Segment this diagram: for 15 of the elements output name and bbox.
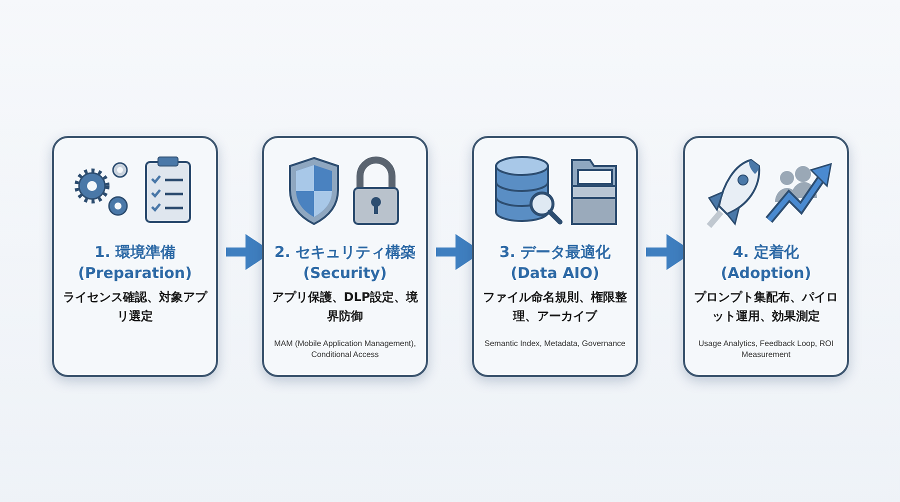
step-card <box>52 136 218 377</box>
step-title: 2. セキュリティ構築 (Security) <box>273 242 417 284</box>
step-description: アプリ保護、DLP設定、境界防御 <box>270 289 420 325</box>
step-title: 4. 定着化 (Adoption) <box>720 242 812 284</box>
step-description: ファイル命名規則、権限整理、アーカイブ <box>482 289 628 325</box>
step-description: ライセンス確認、対象アプリ選定 <box>62 289 208 325</box>
step-description: プロンプト集配布、パイロット運用、効果測定 <box>693 289 839 325</box>
step-tools: Semantic Index, Metadata, Governance <box>484 338 626 349</box>
step-title: 1. 環境準備 (Preparation) <box>77 242 193 284</box>
step-card <box>683 136 849 377</box>
step-title: 3. データ最適化 (Data AIO) <box>498 242 612 284</box>
step-tools: MAM (Mobile Application Management), Conditional Access <box>273 338 417 360</box>
step-card <box>262 136 428 377</box>
step-tools: Usage Analytics, Feedback Loop, ROI Measurement <box>697 338 835 360</box>
step-card <box>472 136 638 377</box>
